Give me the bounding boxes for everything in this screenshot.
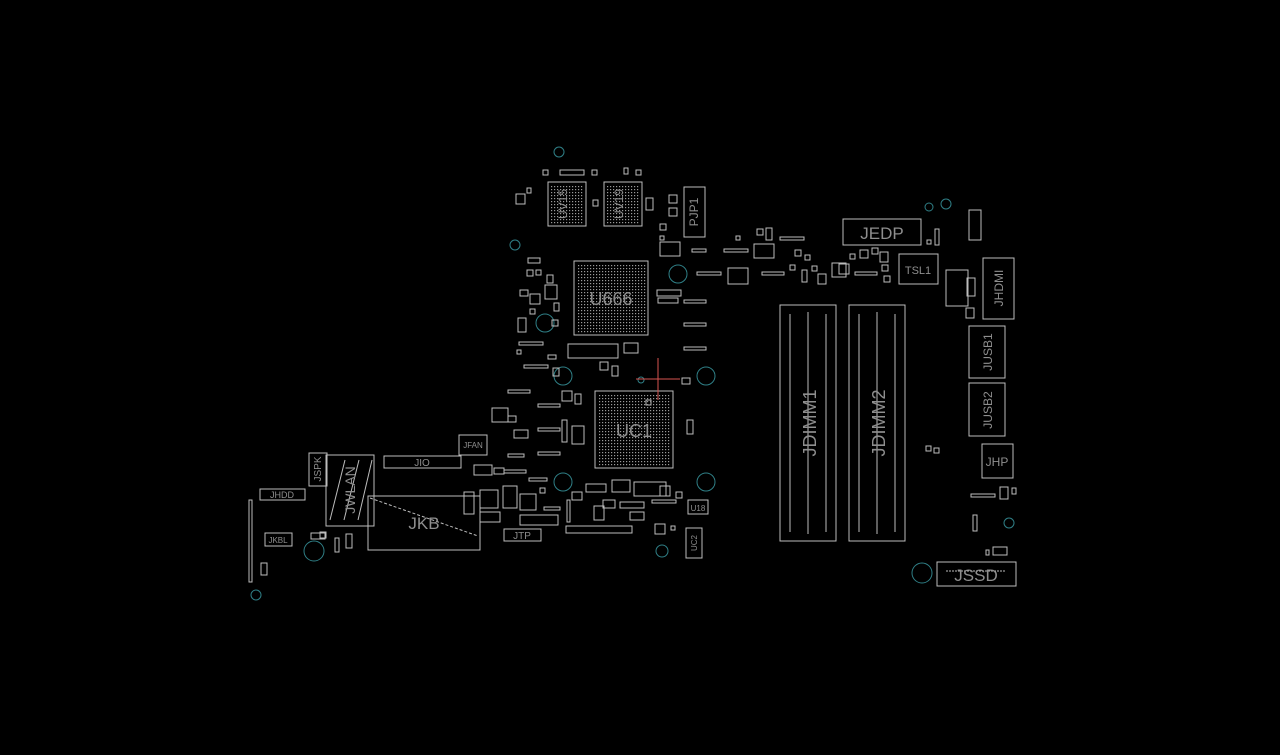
- uc2-chip[interactable]: UC2: [685, 527, 703, 559]
- u666-label: U666: [589, 289, 632, 309]
- jusb1-label: JUSB1: [981, 333, 995, 371]
- jedp-label: JEDP: [860, 224, 903, 243]
- tsl1-component[interactable]: TSL1: [898, 253, 939, 285]
- uv15-label: UV15: [556, 189, 570, 219]
- jdimm2-label: JDIMM2: [869, 390, 889, 457]
- jkb-connector[interactable]: JKB: [367, 495, 481, 551]
- jwlan-connector[interactable]: JWLAN: [325, 454, 375, 527]
- tsl1-label: TSL1: [905, 265, 931, 277]
- uv19-label: UV19: [612, 189, 626, 219]
- jhdd-connector[interactable]: JHDD: [259, 488, 306, 501]
- jssd-label: JSSD: [954, 566, 997, 585]
- ic-small: [838, 263, 850, 275]
- jhp-connector[interactable]: JHP: [981, 443, 1014, 479]
- pjp1-label: PJP1: [687, 197, 701, 226]
- jkbl-label: JKBL: [268, 536, 288, 545]
- jspk-connector[interactable]: JSPK: [308, 452, 328, 487]
- uc1-label: UC1: [616, 421, 652, 441]
- jhp-label: JHP: [986, 455, 1009, 469]
- jhdd-label: JHDD: [270, 490, 294, 500]
- passive-components: [248, 167, 1017, 583]
- uc1-chip[interactable]: UC1: [594, 390, 674, 469]
- jdimm2-slot[interactable]: JDIMM2: [848, 304, 906, 542]
- jusb1-connector[interactable]: JUSB1: [968, 325, 1006, 379]
- pjp1-connector[interactable]: PJP1: [683, 186, 706, 238]
- jssd-connector[interactable]: JSSD: [936, 561, 1017, 587]
- uc2-label: UC2: [690, 534, 699, 551]
- jhdmi-label: JHDMI: [992, 270, 1006, 307]
- uv15-chip[interactable]: UV15: [547, 181, 587, 227]
- jfan-connector[interactable]: JFAN: [458, 434, 488, 456]
- jkbl-connector[interactable]: JKBL: [264, 532, 293, 547]
- crosshair-cursor: [636, 358, 680, 400]
- jdimm1-slot[interactable]: JDIMM1: [779, 304, 837, 542]
- jwlan-label: JWLAN: [342, 466, 358, 513]
- jspk-label: JSPK: [313, 456, 324, 481]
- u18-chip[interactable]: U18: [687, 499, 709, 515]
- jdimm1-label: JDIMM1: [800, 390, 820, 457]
- jusb2-label: JUSB2: [981, 391, 995, 429]
- u666-chip[interactable]: U666: [573, 260, 649, 336]
- u18-label: U18: [691, 504, 706, 513]
- via-holes: [250, 146, 1015, 601]
- jio-label: JIO: [414, 458, 430, 469]
- jtp-label: JTP: [513, 531, 531, 542]
- jfan-label: JFAN: [463, 441, 483, 450]
- jtp-connector[interactable]: JTP: [503, 528, 542, 542]
- jedp-connector[interactable]: JEDP: [842, 218, 922, 246]
- jusb2-connector[interactable]: JUSB2: [968, 382, 1006, 437]
- jkb-label: JKB: [408, 514, 439, 533]
- ic-small: [479, 489, 499, 509]
- jhdmi-connector[interactable]: JHDMI: [982, 257, 1015, 320]
- bga-ball-grids: [551, 186, 670, 466]
- jio-connector[interactable]: JIO: [383, 455, 462, 469]
- uv19-chip[interactable]: UV19: [603, 181, 643, 227]
